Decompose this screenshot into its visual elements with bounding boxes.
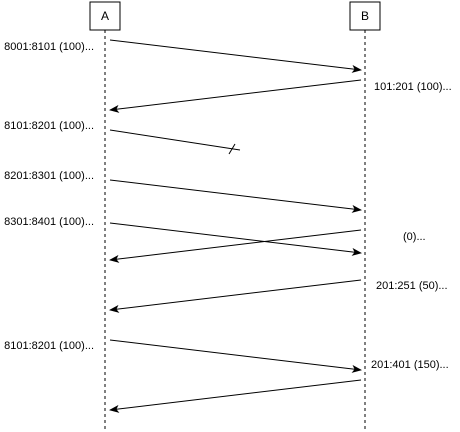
message-8: 8101:8201 (100)... <box>4 339 362 373</box>
message-arrow <box>109 39 362 73</box>
message-arrow <box>109 379 362 413</box>
message-arrow <box>109 129 241 151</box>
message-label: 201:251 (50)... <box>376 280 448 292</box>
message-label: 201:401 (150)... <box>371 359 449 371</box>
participant-b-label: B <box>361 9 369 23</box>
participant-b-box <box>349 1 381 31</box>
message-4: 8201:8301 (100)... <box>4 170 362 213</box>
message-arrow <box>109 339 362 373</box>
message-label: 8001:8101 (100)... <box>4 41 94 53</box>
participant-a-label: A <box>101 9 109 23</box>
message-label: 8101:8201 (100)... <box>4 120 94 132</box>
message-6: (0)... <box>109 229 426 263</box>
message-arrow <box>109 79 362 113</box>
participant-b: B <box>349 1 381 31</box>
message-5: 8301:8401 (100)... <box>4 216 362 256</box>
message-3-lost: 8101:8201 (100)... <box>4 120 241 155</box>
message-label: 8201:8301 (100)... <box>4 170 94 182</box>
lost-marker <box>228 143 236 155</box>
message-1: 8001:8101 (100)... <box>4 39 362 73</box>
message-9: 201:401 (150)... <box>109 359 449 413</box>
message-label: 8101:8201 (100)... <box>4 340 94 352</box>
message-arrow <box>109 179 362 213</box>
message-label: 8301:8401 (100)... <box>4 216 94 228</box>
message-arrow <box>109 279 362 313</box>
message-2: 101:201 (100)... <box>109 79 452 113</box>
participant-a-box <box>89 1 121 31</box>
message-label: 101:201 (100)... <box>374 81 452 93</box>
participant-a: A <box>89 1 121 31</box>
message-arrow <box>109 229 362 263</box>
message-7: 201:251 (50)... <box>109 279 448 313</box>
message-arrow <box>109 222 362 256</box>
message-label: (0)... <box>403 231 426 243</box>
